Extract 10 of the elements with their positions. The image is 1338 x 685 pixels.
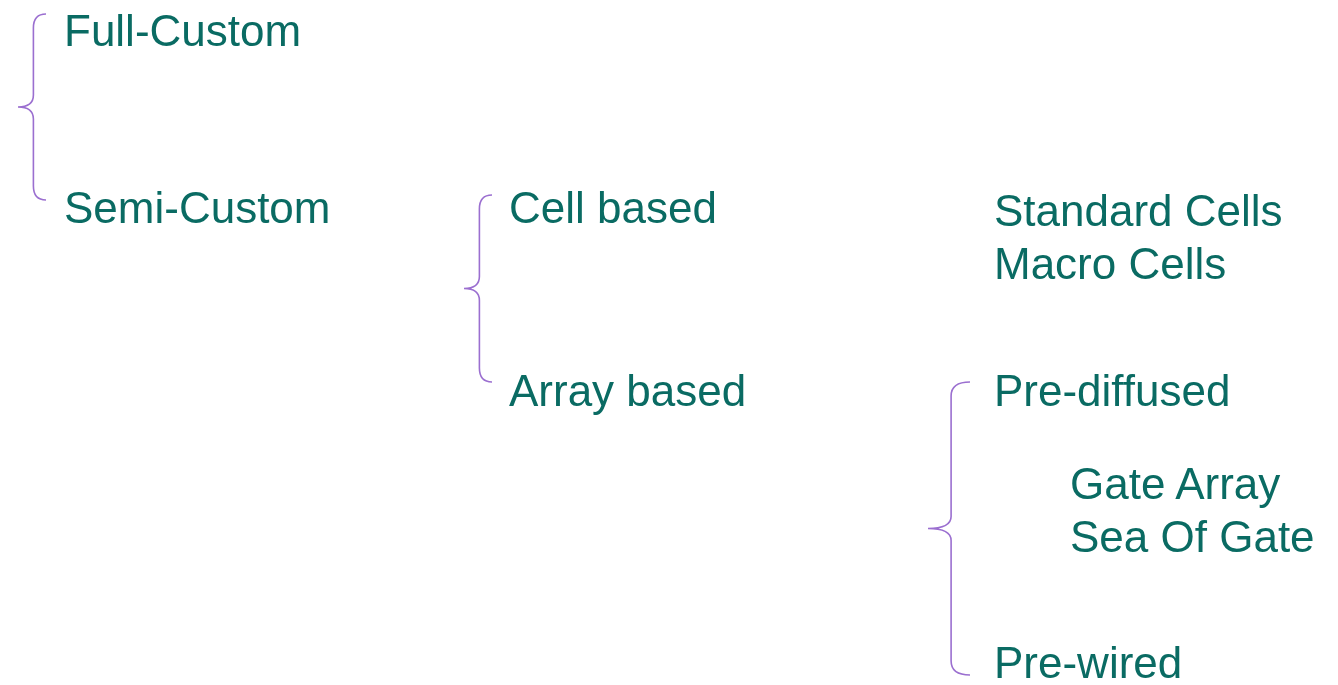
label-text: Sea Of Gate <box>1070 512 1315 562</box>
label-text: Array based <box>509 366 747 416</box>
label-text: Full-Custom <box>64 6 302 56</box>
label-text: Semi-Custom <box>64 183 331 233</box>
label-text: Standard Cells <box>994 186 1283 236</box>
label-text: Cell based <box>509 183 717 233</box>
label-text: Pre-wired <box>994 638 1183 685</box>
label-text: Gate Array <box>1070 459 1281 509</box>
label-text: Macro Cells <box>994 239 1227 289</box>
label-text: Pre-diffused <box>994 366 1231 416</box>
